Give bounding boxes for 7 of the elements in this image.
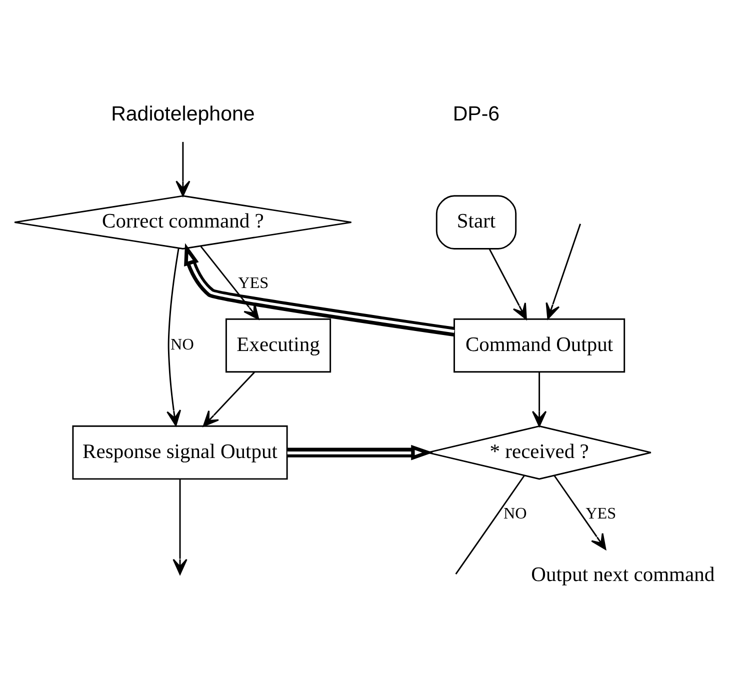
edge-label: YES xyxy=(238,274,269,292)
edge-label: NO xyxy=(170,336,194,354)
edge-label: NO xyxy=(503,504,527,522)
edge-label: YES xyxy=(586,504,616,522)
node-text: Radiotelephone xyxy=(111,102,255,126)
label: DP-6 xyxy=(452,102,500,126)
node-text: Output next command xyxy=(531,564,715,586)
